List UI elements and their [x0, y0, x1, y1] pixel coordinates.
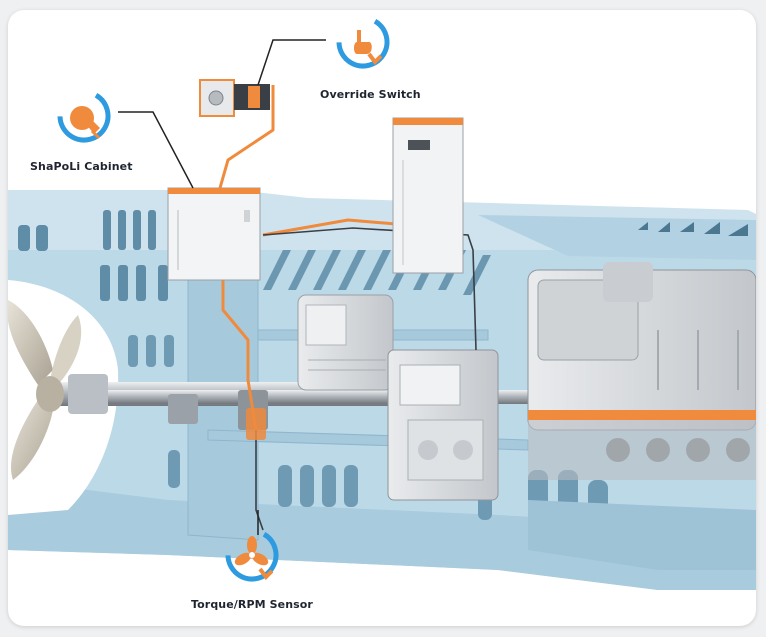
dark-cables: [255, 227, 477, 531]
pointing-hand-icon[interactable]: [333, 12, 393, 72]
fan-icon[interactable]: [222, 525, 282, 585]
leader-lines: [118, 39, 326, 535]
override-switch-device[interactable]: [199, 79, 270, 117]
propeller: [8, 300, 82, 480]
shapoli-cabinet-label: ShaPoLi Cabinet: [30, 160, 133, 173]
ship-propulsion-diagram: [8, 39, 756, 590]
hand-tap-icon[interactable]: [54, 86, 114, 146]
torque-sensor-device: [246, 408, 266, 440]
shapoli-cabinet-device[interactable]: [167, 187, 261, 281]
diagram-card: ShaPoLi Cabinet Override Switch Torque/R…: [8, 10, 756, 626]
generator: [297, 294, 394, 391]
override-switch-label: Override Switch: [320, 88, 421, 101]
gearbox: [387, 349, 499, 501]
orange-cables: [216, 85, 409, 431]
torque-rpm-sensor-label: Torque/RPM Sensor: [191, 598, 313, 611]
control-panel-device: [392, 117, 464, 274]
main-engine: [527, 262, 756, 480]
